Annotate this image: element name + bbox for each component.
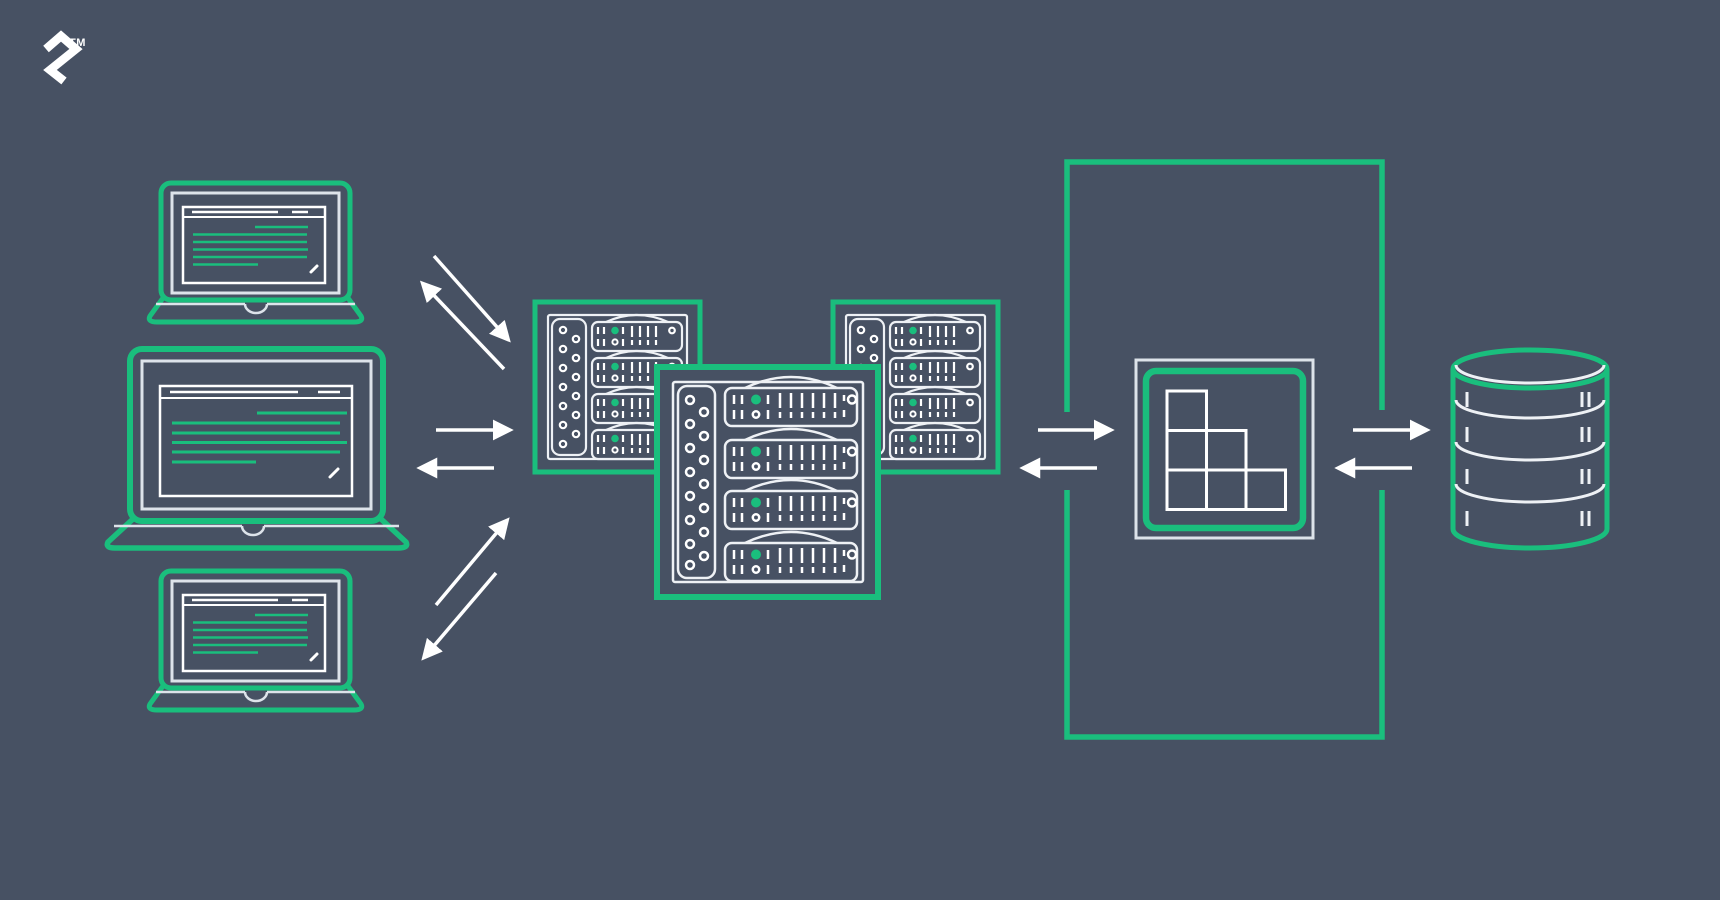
application-module [1134, 358, 1315, 540]
server-rack-front [657, 367, 878, 597]
application-database-arrows [1334, 419, 1431, 479]
brand-logo: TM [43, 30, 86, 85]
database-outline [1450, 347, 1610, 551]
application-boundary [1064, 159, 1385, 740]
client-server-arrows [416, 254, 514, 661]
client-laptop-middle [107, 349, 406, 548]
client-laptop-bottom [149, 571, 361, 710]
logo-mark-icon [43, 30, 83, 85]
arrow-top-response [419, 280, 506, 371]
staircase-grid-icon [1165, 389, 1287, 511]
arrow-bottom-response [421, 571, 498, 661]
server-application-arrows [1019, 419, 1115, 479]
boundary-upper [1064, 159, 1385, 412]
database-segment-arcs [1454, 364, 1606, 504]
trademark-label: TM [69, 37, 86, 49]
arrow-bottom-request [434, 517, 510, 607]
database [1450, 347, 1610, 551]
module-outer-frame [1134, 358, 1315, 540]
boundary-lower [1064, 490, 1385, 740]
database-segment-ticks [1465, 392, 1591, 526]
client-laptop-top [149, 183, 361, 322]
module-green-frame [1142, 367, 1307, 532]
arrow-top-request [432, 254, 511, 343]
